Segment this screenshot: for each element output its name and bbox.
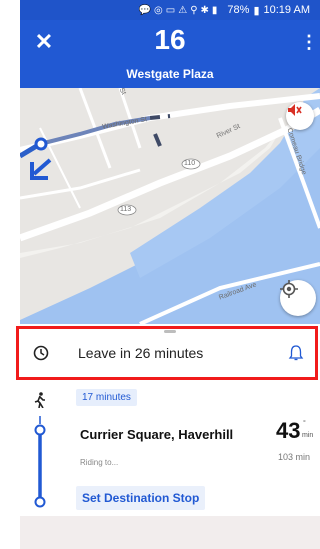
my-location-icon xyxy=(280,280,298,298)
my-location-button[interactable] xyxy=(280,280,316,316)
map-label-110: 110 xyxy=(184,160,196,167)
image-icon: ▭ xyxy=(165,4,176,16)
bell-icon[interactable] xyxy=(287,344,305,362)
trip-timeline xyxy=(34,416,46,508)
location-icon: ⚲ xyxy=(190,4,198,16)
bluetooth-icon: ✱ xyxy=(200,4,209,16)
wifi-icon: ◎ xyxy=(154,4,163,16)
route-dash xyxy=(149,114,171,120)
map-label-113: 113 xyxy=(120,206,132,213)
eta-realtime-indicator: ° xyxy=(303,420,306,427)
eta-next-departure: 103 min xyxy=(278,452,311,462)
set-destination-stop-button[interactable]: Set Destination Stop xyxy=(76,486,206,510)
clock-icon xyxy=(33,345,49,361)
map-view[interactable]: St Washington St River St 110 113 Comeau… xyxy=(20,88,320,324)
overflow-menu-button[interactable]: ⋮ xyxy=(300,32,318,52)
warning-icon: ⚠ xyxy=(178,4,188,16)
status-icons: 💬 ◎ ▭ ⚠ ⚲ ✱ ▮ xyxy=(139,5,218,16)
route-dash xyxy=(153,133,162,147)
walk-minutes-chip: 17 minutes xyxy=(76,389,137,406)
eta-minutes: 43 xyxy=(276,418,301,443)
sheet-footer xyxy=(20,516,320,549)
destination-stop-marker xyxy=(34,496,46,508)
route-110-shield xyxy=(181,158,201,170)
sheet-drag-handle[interactable] xyxy=(164,330,176,333)
speaker-mute-icon xyxy=(288,104,302,116)
status-bar: 💬 ◎ ▭ ⚠ ⚲ ✱ ▮ 78% ▮ 10:19 AM xyxy=(20,0,320,20)
eta-unit: min xyxy=(302,432,314,439)
board-stop-marker xyxy=(34,424,46,436)
battery-level: 78% xyxy=(227,4,250,16)
battery-icon: ▮ xyxy=(253,4,260,17)
trip-card: 17 minutes Currier Square, Haverhill Rid… xyxy=(20,384,320,516)
route-line-future xyxy=(39,116,151,146)
river-south xyxy=(20,118,320,324)
clock-time: 10:19 AM xyxy=(263,4,310,16)
walking-icon xyxy=(34,392,45,408)
washington-st xyxy=(20,93,320,153)
leave-time-text: Leave in 26 minutes xyxy=(78,345,204,361)
riding-to-text: Riding to... xyxy=(80,458,119,467)
mute-button[interactable] xyxy=(286,102,314,130)
map-canvas xyxy=(20,88,320,324)
direction-arrow-head xyxy=(30,162,48,180)
signal-icon: ▮ xyxy=(211,4,218,16)
railroad-ave xyxy=(139,262,320,324)
route-destination: Westgate Plaza xyxy=(126,67,214,81)
side-street xyxy=(20,168,141,200)
current-stop-marker[interactable] xyxy=(34,137,48,151)
close-button[interactable]: ✕ xyxy=(34,29,54,54)
app-header: ✕ 16 ⋮ Westgate Plaza xyxy=(20,20,320,88)
side-street xyxy=(118,88,142,149)
comeau-bridge xyxy=(278,117,320,229)
direction-arrow-icon xyxy=(32,158,52,176)
message-icon: 💬 xyxy=(138,4,152,16)
route-113-shield xyxy=(117,204,137,216)
boarding-stop-name[interactable]: Currier Square, Haverhill xyxy=(80,427,234,442)
leave-time-row[interactable]: Leave in 26 minutes xyxy=(16,326,318,380)
route-number: 16 xyxy=(154,24,186,55)
river xyxy=(130,88,320,278)
trip-sheet: Leave in 26 minutes 17 minutes Currier S… xyxy=(16,324,320,549)
